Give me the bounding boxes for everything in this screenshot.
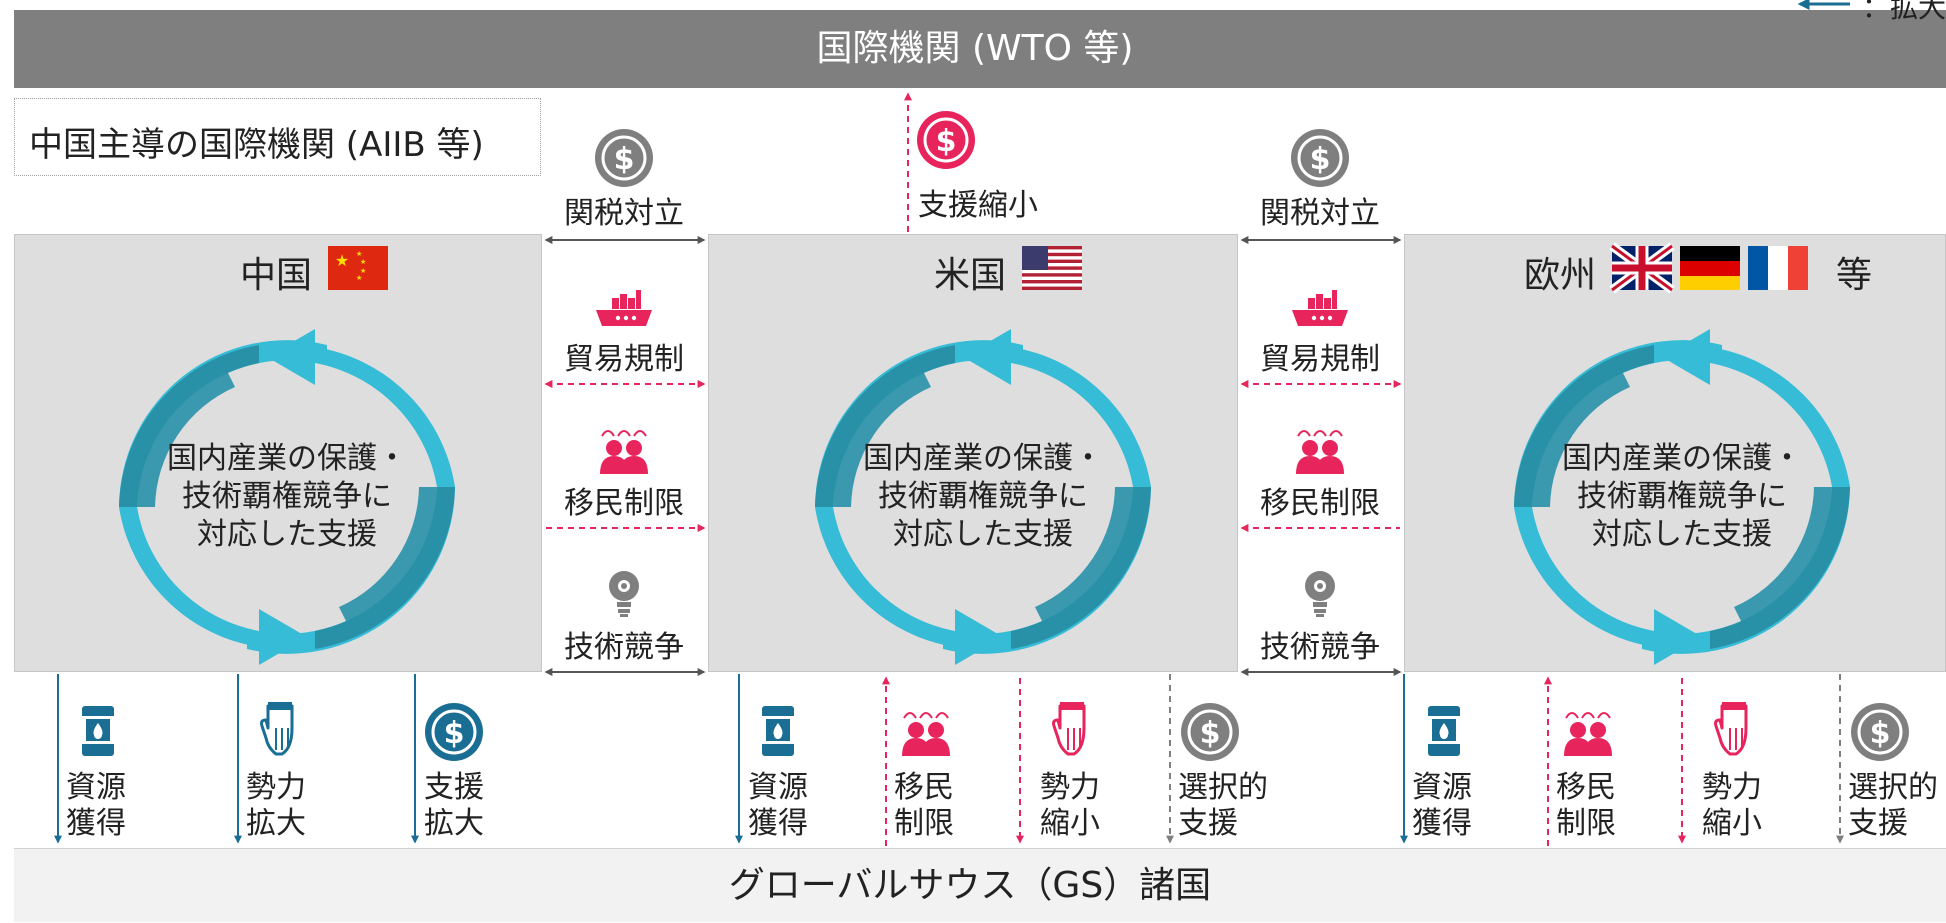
flag-china-icon: ★ ★ ★ ★ ★ [328,246,388,290]
dollar-coin-icon [1849,701,1911,763]
region-name-europe: 欧州 [1524,255,1597,296]
gs-label-europe-influence: 勢力縮小 [1702,770,1762,841]
gs-label-usa-selective: 選択的支援 [1178,770,1268,841]
cycle-text-china: 国内産業の保護・ 技術覇権競争に 対応した支援 [147,440,427,554]
migrants-icon [901,712,951,757]
cycle-line: 国内産業の保護・ [167,441,407,476]
cycle-line: 国内産業の保護・ [1562,441,1802,476]
cycle-line: 対応した支援 [1592,517,1772,552]
svg-text:★: ★ [360,258,366,266]
gs-label-europe-migration: 移民制限 [1556,770,1616,841]
lightbulb-gear-icon [609,571,639,617]
cycle-text-europe: 国内産業の保護・ 技術覇権競争に 対応した支援 [1542,440,1822,554]
conflict-tariff-label: 関税対立 [564,196,684,231]
cycle-line: 国内産業の保護・ [863,441,1103,476]
flag-germany-icon [1680,246,1740,290]
flag-usa-icon [1022,246,1082,290]
gs-label-europe-resource: 資源獲得 [1412,770,1472,841]
svg-text:★: ★ [360,267,366,275]
dollar-coin-icon [423,701,485,763]
pointing-hand-icon [1714,700,1748,756]
oil-barrel-icon [1428,706,1460,756]
gs-label-usa-migration: 移民制限 [894,770,954,841]
cycle-text-usa: 国内産業の保護・ 技術覇権競争に 対応した支援 [843,440,1123,554]
conflict-tech-label: 技術競争 [1260,630,1380,665]
gs-bar: グローバルサウス（GS）諸国 [14,848,1946,922]
region-europe [1404,234,1946,672]
conflict-trade-label: 貿易規制 [564,342,684,377]
wto-bar: 国際機関 (WTO 等) [14,10,1946,88]
aiib-label: 中国主導の国際機関 (AIIB 等) [29,125,484,165]
pointing-hand-icon [1052,700,1086,756]
cycle-line: 技術覇権競争に [878,479,1088,514]
flag-uk-icon [1609,242,1675,294]
gs-label-europe-selective: 選択的支援 [1848,770,1938,841]
cargo-ship-icon [596,290,652,326]
gs-label-china-aid: 支援拡大 [424,770,484,841]
region-china [14,234,542,672]
region-name-usa: 米国 [934,255,1007,296]
migrants-icon [599,430,649,475]
oil-barrel-icon [82,706,114,756]
conflict-tech-label: 技術競争 [564,630,684,665]
migrants-icon [1295,430,1345,475]
dollar-coin-icon [1179,701,1241,763]
cycle-line: 対応した支援 [197,517,377,552]
gs-label-usa-influence: 勢力縮小 [1040,770,1100,841]
region-suffix-europe: 等 [1836,255,1873,296]
dollar-coin-icon [593,127,655,189]
conflict-migration-label: 移民制限 [564,486,684,521]
oil-barrel-icon [762,706,794,756]
cycle-line: 技術覇権競争に [1577,479,1787,514]
svg-text:★: ★ [356,274,362,282]
gs-label-usa-resource: 資源獲得 [748,770,808,841]
cycle-line: 対応した支援 [893,517,1073,552]
cycle-line: 技術覇権競争に [182,479,392,514]
region-usa [708,234,1238,672]
svg-text:★: ★ [356,250,362,258]
dollar-coin-icon [915,109,977,171]
dollar-coin-icon [1289,127,1351,189]
legend-label: ：拡大 [1862,0,1946,24]
region-name-china: 中国 [240,255,313,296]
pointing-hand-icon [260,700,294,756]
conflict-trade-label: 貿易規制 [1260,342,1380,377]
conflict-migration-label: 移民制限 [1260,486,1380,521]
flag-france-icon [1748,246,1808,290]
wto-label: 国際機関 (WTO 等) [816,28,1134,69]
gs-label-china-resource: 資源獲得 [66,770,126,841]
svg-text:★: ★ [335,251,349,270]
aiib-box: 中国主導の国際機関 (AIIB 等) [14,98,541,176]
migrants-icon [1563,712,1613,757]
gs-label: グローバルサウス（GS）諸国 [728,865,1212,906]
conflict-tariff-label: 関税対立 [1260,196,1380,231]
usa-wto-label: 支援縮小 [918,188,1038,223]
gs-label-china-influence: 勢力拡大 [246,770,306,841]
cargo-ship-icon [1292,290,1348,326]
lightbulb-gear-icon [1305,571,1335,617]
